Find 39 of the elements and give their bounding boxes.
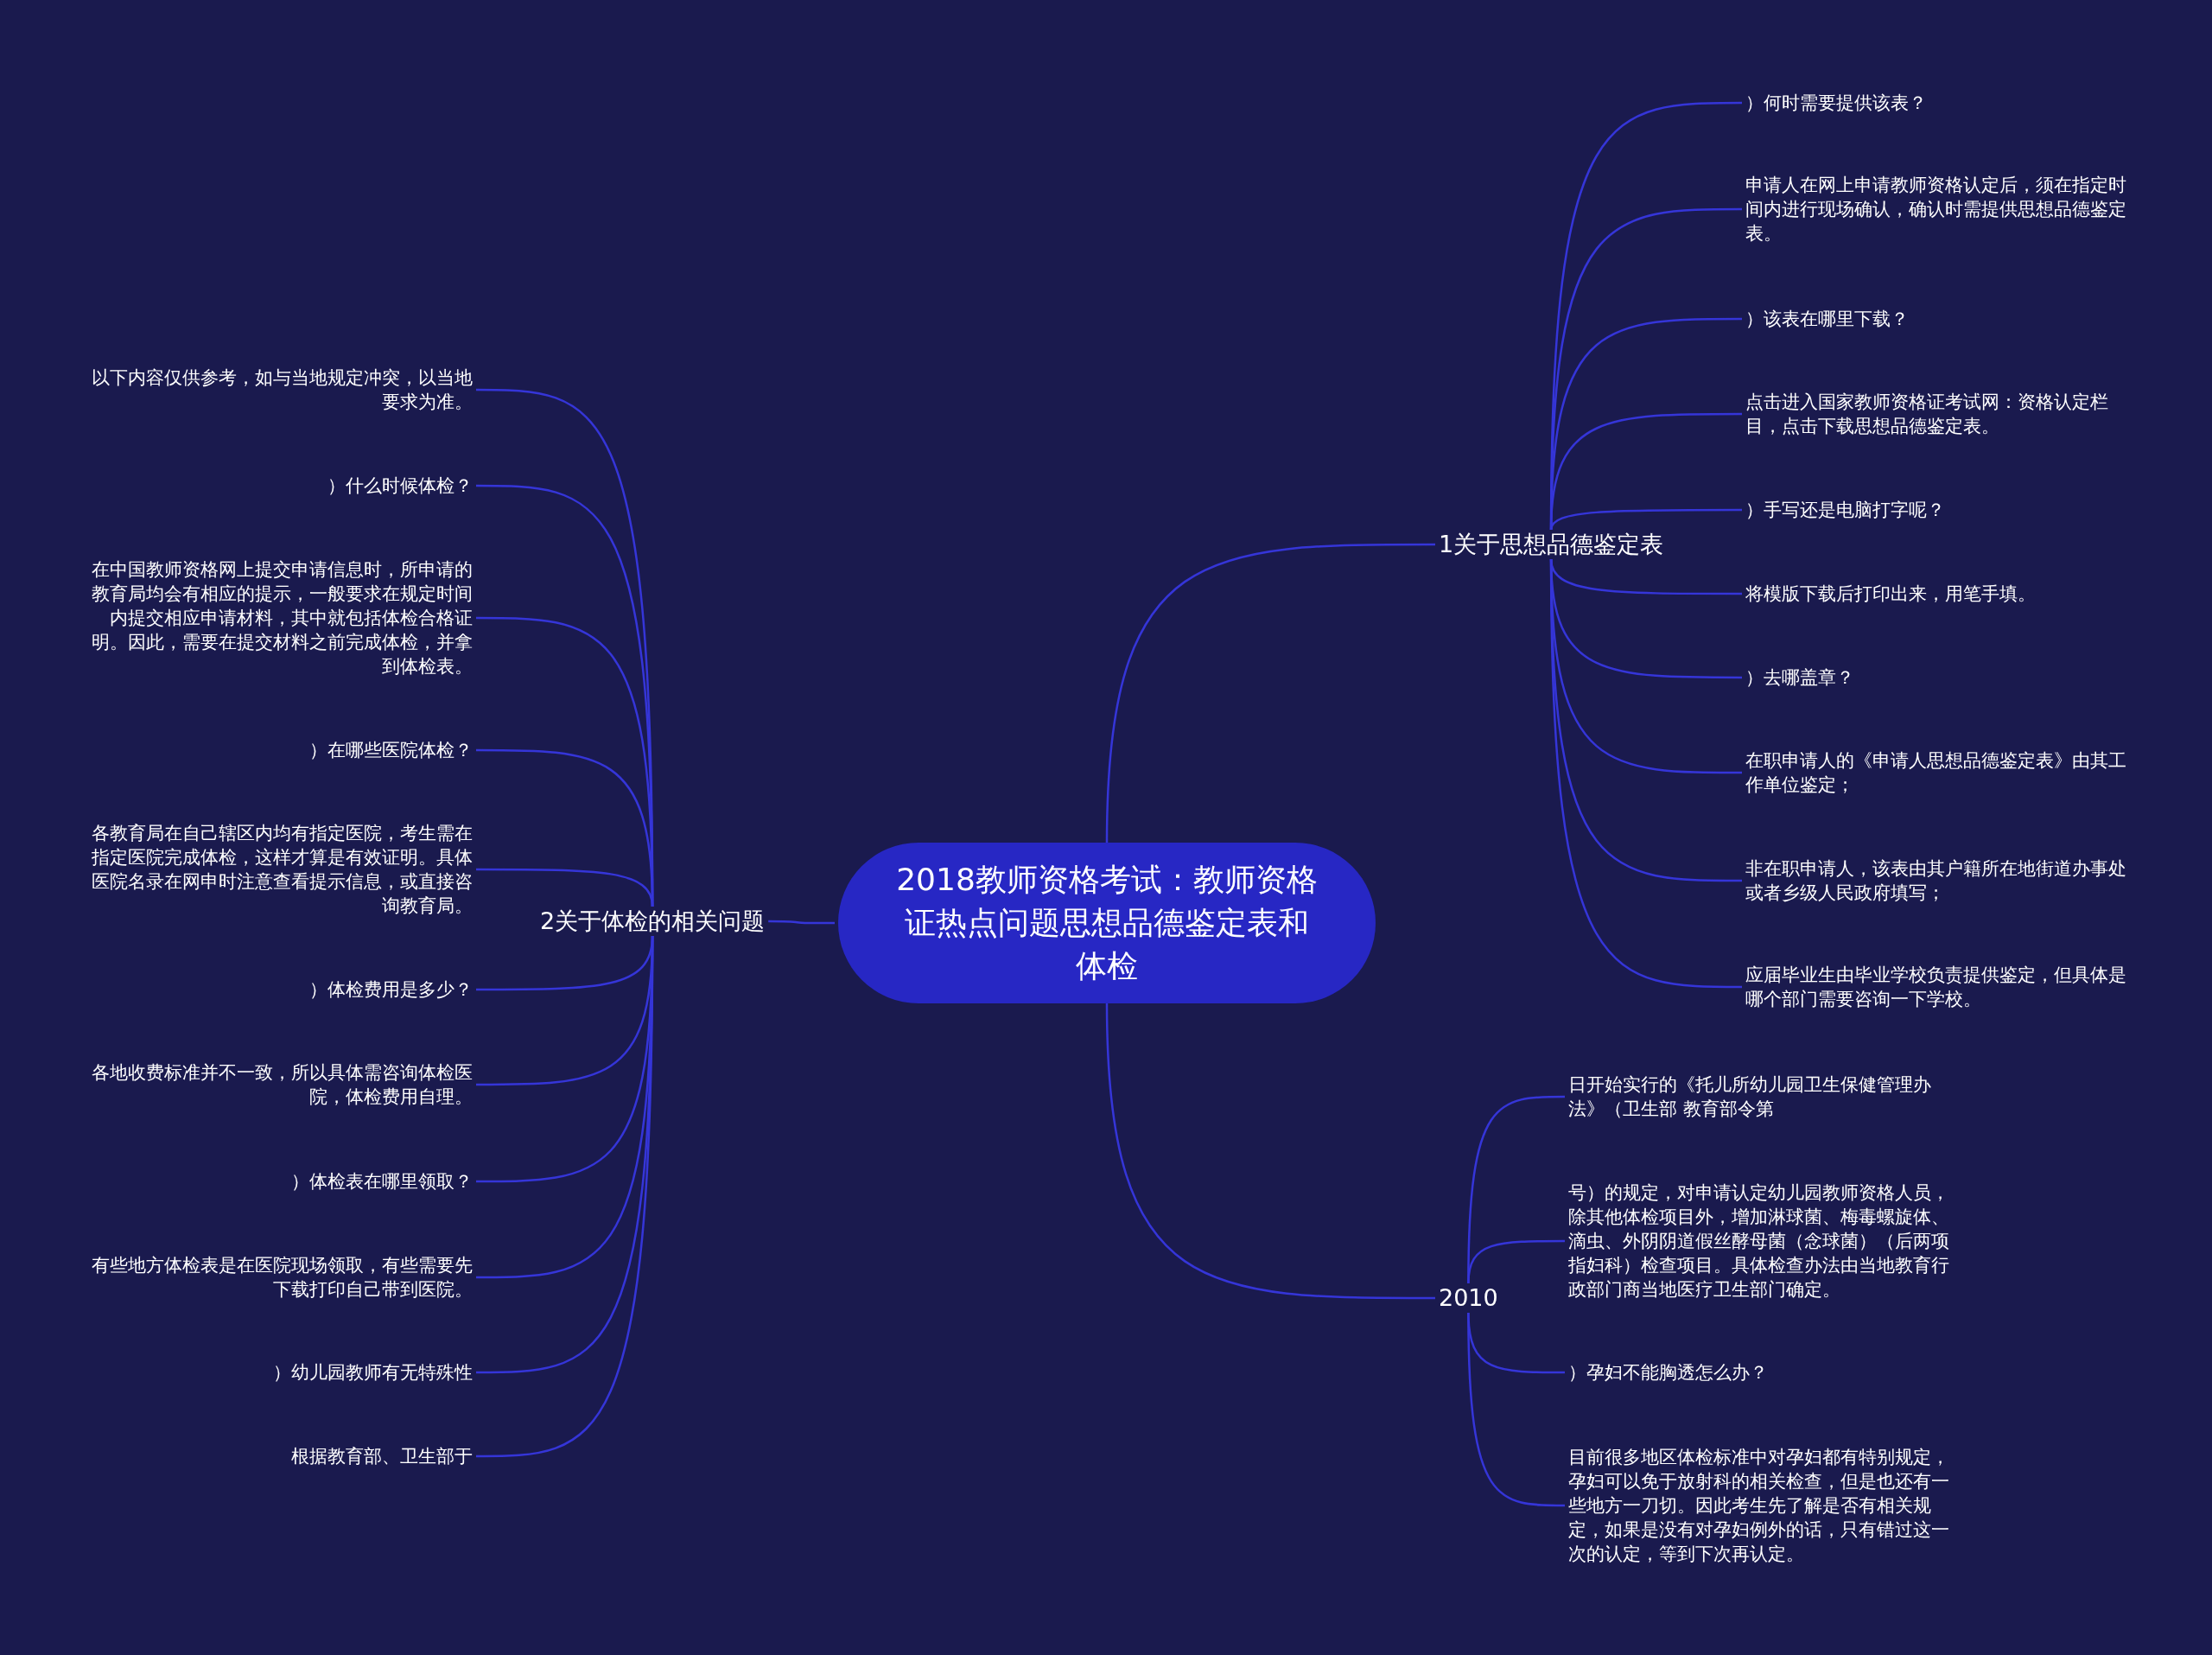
connector-line bbox=[476, 936, 654, 1458]
note-text: 将模版下载后打印出来，用笔手填。 bbox=[1745, 582, 2130, 606]
note-text: 申请人在网上申请教师资格认定后，须在指定时间内进行现场确认，确认时需提供思想品德鉴定表。 bbox=[1745, 173, 2130, 245]
connector-line bbox=[1549, 508, 1742, 531]
connector-line bbox=[768, 920, 835, 925]
note-text: 在职申请人的《申请人思想品德鉴定表》由其工作单位鉴定； bbox=[1745, 748, 2130, 797]
connector-line bbox=[1105, 1003, 1435, 1300]
connector-line bbox=[1467, 1239, 1565, 1284]
note-text: 以下内容仅供参考，如与当地规定冲突，以当地要求为准。 bbox=[88, 366, 473, 414]
connector-line bbox=[476, 868, 654, 907]
note-text: 根据教育部、卫生部于 bbox=[88, 1444, 473, 1468]
topic-label: 2010 bbox=[1439, 1283, 1498, 1313]
note-text: 日开始实行的《托儿所幼儿园卫生保健管理办法》（卫生部 教育部令第 bbox=[1568, 1073, 1953, 1121]
connector-line bbox=[1467, 1313, 1565, 1507]
note-text: ）手写还是电脑打字呢？ bbox=[1745, 498, 2130, 522]
connector-line bbox=[1549, 558, 1742, 595]
central-topic-bubble: 2018教师资格考试：教师资格证热点问题思想品德鉴定表和体检 bbox=[838, 843, 1376, 1003]
note-text: 有些地方体检表是在医院现场领取，有些需要先下载打印自己带到医院。 bbox=[88, 1253, 473, 1302]
note-text: ）什么时候体检？ bbox=[88, 474, 473, 498]
note-text: ）在哪些医院体检？ bbox=[88, 738, 473, 762]
note-text: 各地收费标准并不一致，所以具体需咨询体检医院，体检费用自理。 bbox=[88, 1060, 473, 1109]
note-text: 在中国教师资格网上提交申请信息时，所申请的教育局均会有相应的提示，一般要求在规定时间内提交相应申请材料，其中就包括体检合格证明。因此，需要在提交材料之前完成体检，并拿到体检表。 bbox=[88, 557, 473, 678]
note-text: ）孕妇不能胸透怎么办？ bbox=[1568, 1360, 1953, 1384]
note-text: 点击进入国家教师资格证考试网：资格认定栏目，点击下载思想品德鉴定表。 bbox=[1745, 390, 2130, 438]
topic-label: 1关于思想品德鉴定表 bbox=[1439, 530, 1664, 559]
note-text: ）何时需要提供该表？ bbox=[1745, 91, 2130, 115]
note-text: ）该表在哪里下载？ bbox=[1745, 307, 2130, 331]
note-text: 目前很多地区体检标准中对孕妇都有特别规定，孕妇可以免于放射科的相关检查，但是也还有一些地方一刀切。因此考生先了解是否有相关规定，如果是没有对孕妇例外的话，只有错过这一次的认定，等到下次再认定。 bbox=[1568, 1445, 1953, 1566]
note-text: 号）的规定，对申请认定幼儿园教师资格人员，除其他体检项目外，增加淋球菌、梅毒螺旋体、滴虫、外阴阴道假丝酵母菌（念球菌）（后两项指妇科）检查项目。具体检查办法由当地教育行政部门商当地医疗卫生部门确定。 bbox=[1568, 1181, 1953, 1302]
note-text: ）幼儿园教师有无特殊性 bbox=[88, 1360, 473, 1384]
note-text: 非在职申请人，该表由其户籍所在地街道办事处或者乡级人民政府填写； bbox=[1745, 856, 2130, 905]
topic-label: 2关于体检的相关问题 bbox=[540, 907, 766, 936]
note-text: 各教育局在自己辖区内均有指定医院，考生需在指定医院完成体检，这样才算是有效证明。具体医院名录在网申时注意查看提示信息，或直接咨询教育局。 bbox=[88, 821, 473, 918]
connector-line bbox=[1105, 543, 1435, 843]
note-text: ）体检表在哪里领取？ bbox=[88, 1169, 473, 1194]
note-text: ）体检费用是多少？ bbox=[88, 977, 473, 1002]
connector-line bbox=[1549, 559, 1742, 989]
note-text: 应届毕业生由毕业学校负责提供鉴定，但具体是哪个部门需要咨询一下学校。 bbox=[1745, 963, 2130, 1011]
note-text: ）去哪盖章？ bbox=[1745, 665, 2130, 690]
